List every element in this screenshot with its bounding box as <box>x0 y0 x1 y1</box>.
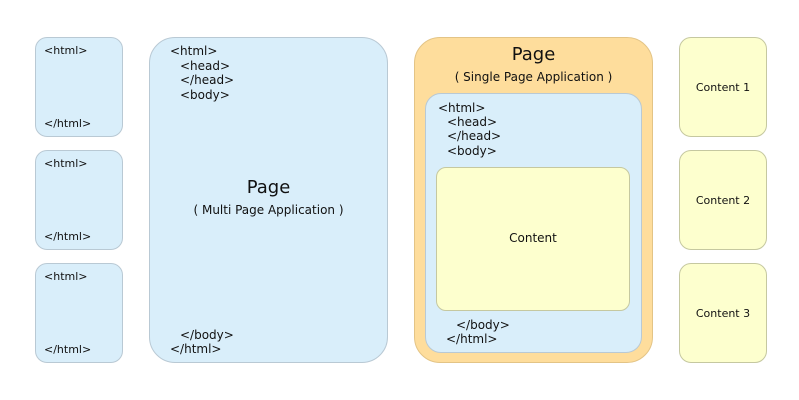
spa-head-close: </head> <box>447 129 502 143</box>
content-block-label: Content 3 <box>695 307 751 320</box>
spa-title: Page <box>511 44 556 65</box>
mpa-body-close: </body> <box>180 328 234 342</box>
spa-html-open: <html> <box>438 101 486 115</box>
mpa-html-open: <html> <box>170 44 218 58</box>
mini-page-1: <html> </html> <box>35 37 123 137</box>
content-block-1: Content 1 <box>679 37 767 137</box>
html-open-tag: <html> <box>44 270 88 283</box>
spa-head-open: <head> <box>447 115 498 129</box>
mpa-head-open: <head> <box>180 59 231 73</box>
content-block-label: Content 1 <box>695 81 751 94</box>
spa-body-open: <body> <box>447 144 497 158</box>
spa-content-area: Content <box>436 167 630 311</box>
mpa-page: <html> <head> </head> <body> Page ( Mult… <box>149 37 388 363</box>
content-block-3: Content 3 <box>679 263 767 363</box>
spa-body-close: </body> <box>456 318 510 332</box>
spa-page: Page ( Single Page Application ) <html> … <box>414 37 653 363</box>
mpa-html-close: </html> <box>170 342 222 356</box>
mini-page-3: <html> </html> <box>35 263 123 363</box>
html-close-tag: </html> <box>44 343 92 356</box>
mpa-title: Page <box>246 177 291 198</box>
spa-content-label: Content <box>509 231 557 245</box>
spa-subtitle: ( Single Page Application ) <box>454 70 613 84</box>
mini-page-2: <html> </html> <box>35 150 123 250</box>
spa-html-document: <html> <head> </head> <body> Content </b… <box>425 93 642 353</box>
html-open-tag: <html> <box>44 44 88 57</box>
html-close-tag: </html> <box>44 117 92 130</box>
content-block-label: Content 2 <box>695 194 751 207</box>
mpa-body-open: <body> <box>180 88 230 102</box>
content-block-2: Content 2 <box>679 150 767 250</box>
mpa-subtitle: ( Multi Page Application ) <box>193 203 344 217</box>
html-open-tag: <html> <box>44 157 88 170</box>
html-close-tag: </html> <box>44 230 92 243</box>
mpa-head-close: </head> <box>180 73 235 87</box>
spa-html-close: </html> <box>446 332 498 346</box>
